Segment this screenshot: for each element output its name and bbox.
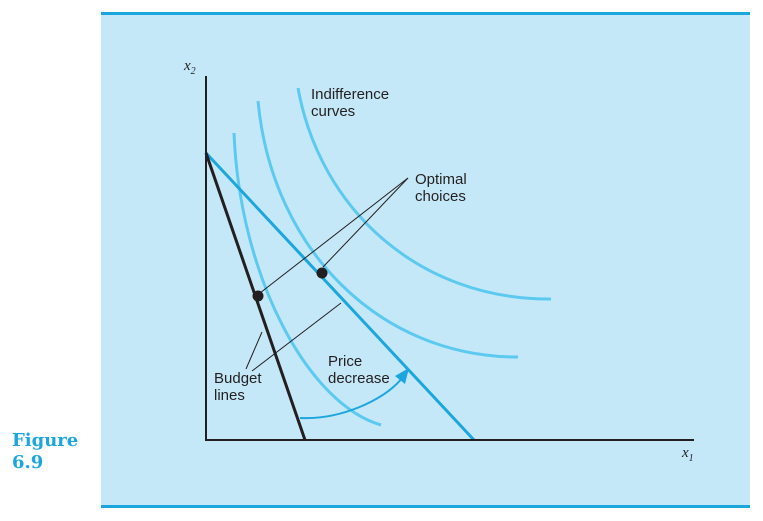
figure-label-number: 6.9 — [12, 452, 44, 473]
bottom-rule — [101, 505, 750, 508]
y-axis-label: x2 — [183, 58, 196, 77]
indifference-curve-outer — [296, 87, 552, 301]
optimal-choices-label-line1: Optimal — [415, 171, 467, 188]
leader-budget-to-new — [251, 302, 342, 372]
price-decrease-label-line2: decrease — [328, 370, 390, 387]
optimal-choices-label-line2: choices — [415, 188, 466, 205]
top-rule — [101, 12, 750, 15]
leader-budget-to-original — [245, 331, 263, 370]
indifference-curves-label-line2: curves — [311, 103, 355, 120]
optimal-choice-point-new — [316, 267, 328, 279]
price-decrease-arrow — [299, 377, 403, 420]
figure-label-word: Figure — [12, 430, 79, 451]
price-decrease-label-line1: Price — [328, 353, 362, 370]
optimal-choice-point-original — [252, 290, 264, 302]
leader-optimal-to-original — [259, 177, 409, 294]
price-decrease-arrowhead — [395, 368, 409, 384]
figure-panel — [101, 12, 750, 508]
budget-line-new — [204, 151, 476, 442]
indifference-curve-middle — [256, 100, 519, 359]
indifference-curves-label-line1: Indifference — [311, 86, 389, 103]
leader-optimal-to-new — [322, 177, 409, 268]
budget-lines-label-line2: lines — [214, 387, 245, 404]
figure-caption: Figure 6.9 — [12, 430, 78, 474]
x-axis-label: x1 — [681, 445, 694, 464]
budget-lines-label-line1: Budget — [214, 370, 262, 387]
